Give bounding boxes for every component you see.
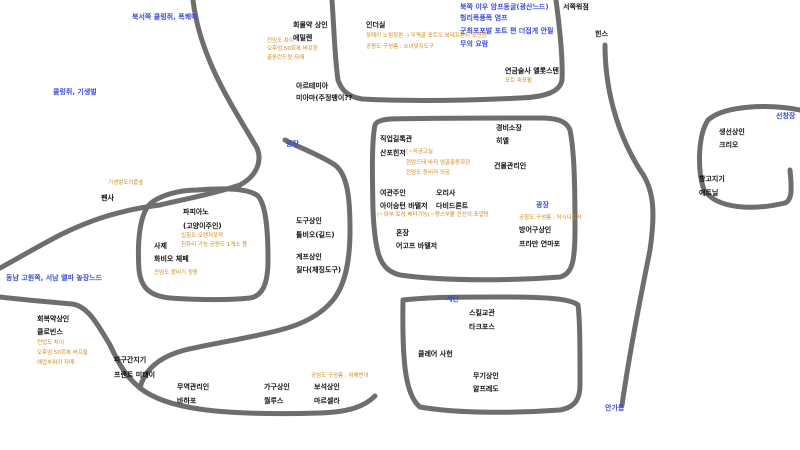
region-north-info: 북쪽 이우 암프동굴(광산느드) (460, 3, 549, 11)
note-sanpo-2: 현엄드테 바저 엄골층동화관 (406, 160, 471, 166)
region-cemetery: 계단 (446, 295, 459, 303)
place-weapon-merchant[interactable]: 방어구상인 (519, 226, 552, 234)
place-goyangi[interactable]: (고양이주인) (183, 222, 222, 230)
place-trade-manager[interactable]: 무역관리인 (177, 383, 210, 391)
place-alchemist[interactable]: 아르테미아 (296, 82, 329, 90)
note-sanpo-1: (~처금고실 (406, 149, 433, 155)
place-dabirone[interactable]: 다비드론트 (436, 202, 469, 210)
region-north-info4: 무의 요람 (460, 40, 489, 48)
region-north-info3: 군최포포발 포트 편 더접게 안필 (460, 27, 554, 35)
region-east: 선창장 (776, 112, 796, 120)
note-herb-1: 천업도 차이 (37, 340, 65, 346)
place-herb-merchant[interactable]: 회복약상인 (37, 315, 70, 323)
place-aisuon[interactable]: 아이승턴 바텔저 (380, 202, 428, 210)
region-plaza: 광장 (536, 201, 549, 209)
place-merchant-jia[interactable]: 미아마(주정뱅이?? (296, 94, 353, 102)
region-slum: 안가름 (605, 404, 625, 412)
place-pomeran[interactable]: 프랜트 미태이 (114, 371, 156, 379)
place-sas[interactable]: 사제 (154, 242, 167, 250)
note-ellie-2: 오후엄 50회복 버프등 (267, 46, 318, 52)
place-weapon-shop[interactable]: 무기상인 (473, 372, 499, 380)
place-fish-merchant[interactable]: 생선상인 (719, 128, 745, 136)
road-central-block (369, 115, 578, 283)
place-farmer[interactable]: 파구간지기 (114, 356, 147, 364)
note-dabirone-1: (~맹스부활 전선의 포엽방 (428, 212, 489, 218)
region-west-hunting: 쿨렁쥐, 기생벌 (53, 88, 97, 96)
region-square: 광장 (286, 140, 299, 148)
place-dobyo[interactable]: 톨비오(길드) (296, 231, 335, 239)
place-ugo-bartender[interactable]: 어고프 바텔저 (396, 242, 438, 250)
place-hwaseong[interactable]: 화비오 체페 (154, 255, 189, 263)
note-indesil-1: 포떼이 노점점판 -) 무역골 포트도 복데프론시 조연원 (366, 33, 487, 39)
place-furniture[interactable]: 가구상인 (264, 383, 290, 391)
note-guild-1: 포트 퍼포활 (505, 78, 533, 84)
road-network (0, 0, 800, 417)
note-hwaseong-1: 전엄도 뭉비기 청동 (154, 270, 198, 276)
note-ellie-3: 골동런드릿 자매 (267, 55, 305, 61)
note-jewel-1: 공엄도 구성룸 : 위해번이 (311, 373, 369, 379)
note-pensa-1: 기생벌도의줍숲 (108, 180, 144, 186)
place-class-master[interactable]: 클레어 사헌 (418, 350, 453, 358)
place-meat-shop[interactable]: 항고지기 (699, 175, 725, 183)
note-ellie-1: 전엄도 차이 (267, 38, 295, 44)
place-jinda[interactable]: 질다(체징도구) (296, 266, 342, 274)
note-herb-3: 애업부퍼이 자매 (37, 360, 75, 366)
place-vocation-hall[interactable]: 직업길톡관 (380, 135, 413, 143)
place-fur-merchant[interactable]: 계프상인 (296, 253, 322, 261)
place-workshop[interactable]: 서쪽워점 (563, 3, 589, 11)
place-skill-master[interactable]: 스킬교관 (469, 309, 495, 317)
road-south (137, 385, 378, 417)
place-heiel[interactable]: 히엘 (496, 137, 509, 145)
note-goyangi-2: 친화리 가능 공원도 1개소 품 (181, 242, 248, 248)
road-west-block (135, 186, 271, 302)
region-northwest-hunting: 북서쪽 쿨렁쥐, 폭쾌미 (132, 13, 198, 21)
place-kroff[interactable]: 크리오 (719, 141, 739, 149)
place-inn-owner[interactable]: 여관주인 (380, 189, 406, 197)
place-indesil[interactable]: 인더실 (366, 21, 386, 29)
place-orisa[interactable]: 오리사 (436, 189, 456, 197)
note-herb-2: 오후엄 50회복 버프들 (37, 350, 88, 356)
region-west-exit: 동남 고원쪽, 서남 앨파 놓장느드 (6, 274, 103, 282)
note-aisuon-1: (~와부 토성 베터가능 (377, 212, 428, 218)
place-guild-master[interactable]: 연금술사 앨롯스텐 (505, 67, 559, 75)
place-marcel[interactable]: 마르셀라 (314, 397, 340, 405)
note-plaza-1: 공형도 구성룸 : 어시다감사 (519, 215, 582, 221)
place-jewel-merchant[interactable]: 보석상인 (314, 383, 340, 391)
note-sanpo-3: 전엄도 동비저 의궁 (406, 170, 450, 176)
place-clover[interactable]: 클로빈스 (37, 328, 63, 336)
place-sanpo[interactable]: 산포힌저 (380, 149, 406, 157)
road-south-east (400, 294, 583, 415)
road-east-loop (696, 104, 800, 210)
place-hince[interactable]: 힌스 (595, 30, 608, 38)
place-pakio[interactable]: 파피아노 (183, 208, 209, 216)
region-north-info2: 헝리폭풍폭 염프 (460, 14, 508, 22)
place-grocery[interactable]: 회물약 상인 (293, 21, 328, 29)
place-barber[interactable]: 바하포 (177, 397, 197, 405)
place-building-manager[interactable]: 건물관리인 (494, 162, 527, 170)
place-pensa[interactable]: 펜사 (101, 194, 114, 202)
road-north-vertical (329, 0, 565, 104)
place-guard-chief[interactable]: 경비소장 (496, 124, 522, 132)
note-goyangi-1: 입힘도 오렌저포작 (181, 233, 224, 239)
road-central-curve (137, 137, 353, 391)
place-frankie[interactable]: 프라만 연마포 (519, 240, 561, 248)
place-ellie[interactable]: 에밀렌 (293, 34, 313, 42)
note-indesil-2: 공평도 구성룸 : 소녀맞지도구 (366, 44, 434, 50)
road-west-spur (0, 294, 143, 391)
place-alpredo[interactable]: 알프레도 (473, 385, 499, 393)
road-northeast-vertical (602, 42, 656, 408)
place-jewel[interactable]: 월루스 (264, 397, 284, 405)
place-skill-name[interactable]: 타크포스 (469, 323, 495, 331)
place-honjang[interactable]: 혼장 (396, 229, 409, 237)
place-tool-merchant[interactable]: 도구상인 (296, 217, 322, 225)
road-northwest (0, 0, 262, 271)
place-eddie[interactable]: 에트닐 (699, 189, 719, 197)
